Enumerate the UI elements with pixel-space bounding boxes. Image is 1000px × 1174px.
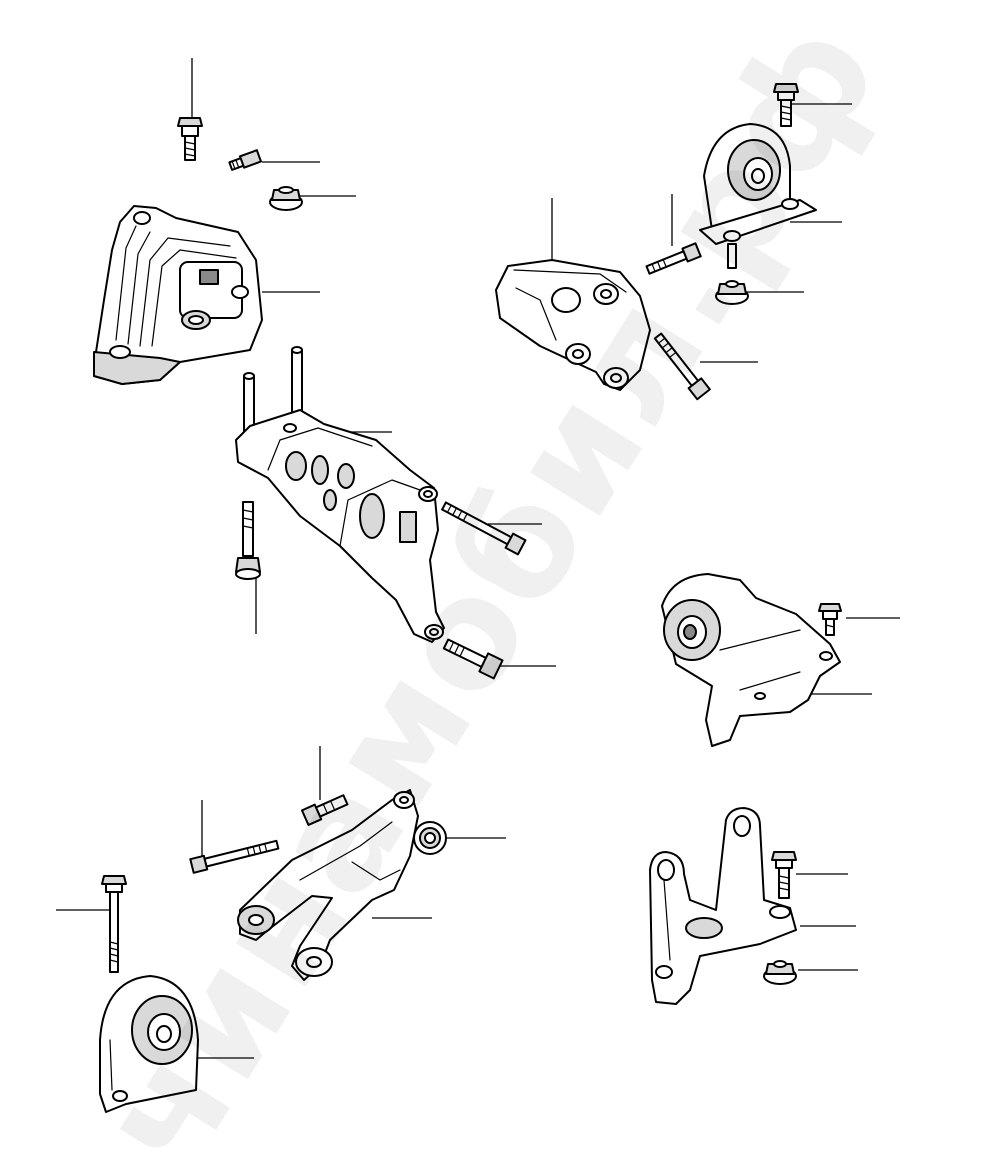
rear-mount-insulator (99, 975, 199, 1113)
bolt-small (228, 149, 262, 171)
bolt-bottom-vertical (300, 794, 349, 827)
long-bolt-top-right (645, 242, 702, 275)
stud-bolt-left (235, 501, 261, 580)
torque-rod-bracket (237, 789, 419, 981)
mount-insulator-top-right (699, 123, 817, 269)
long-bolt-bottom (189, 839, 280, 874)
bolt-right-middle (818, 603, 842, 636)
front-mount-bracket (649, 807, 797, 1005)
long-bolt-center-upper (441, 501, 527, 556)
flange-nut-top-left (269, 186, 303, 211)
engine-mount-bracket-center (235, 346, 445, 643)
bolt-top-left (177, 117, 203, 161)
long-bolt-right-diagonal (653, 332, 711, 401)
nut-top-right (715, 280, 749, 305)
long-bolt-bottom-left (101, 875, 127, 973)
transmission-mount-right (661, 573, 841, 747)
bolt-center-lower (442, 638, 504, 680)
rear-mount-bracket (495, 259, 651, 391)
bolt-top-right (773, 83, 799, 127)
bolt-bottom-right (771, 851, 797, 899)
flange-nut-bottom (413, 821, 447, 855)
nut-bottom-right (763, 960, 797, 985)
engine-mount-upper-left (93, 205, 263, 385)
